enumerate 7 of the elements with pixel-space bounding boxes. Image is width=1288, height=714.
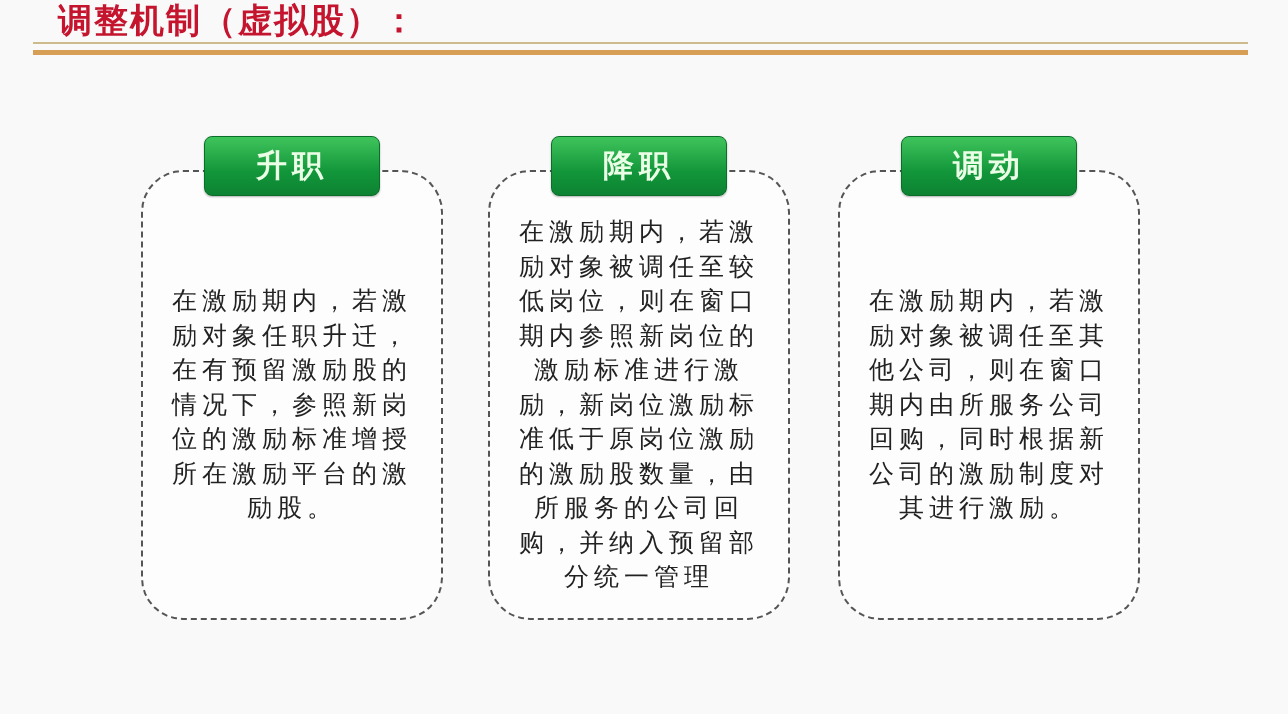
category-tab: 降职 bbox=[551, 136, 727, 196]
slide-title: 调整机制（虚拟股）： bbox=[58, 0, 418, 40]
card-text: 在激励期内，若激励对象任职升迁，在有预留激励股的情况下，参照新岗位的激励标准增授所在激励平台的激励股。 bbox=[170, 285, 413, 524]
card-text: 在激励期内，若激励对象被调任至较低岗位，则在窗口期内参照新岗位的激励标准进行激励，新岗位激励标准低于原岗位激励的激励股数量，由所服务的公司回购，并纳入预留部分统一管理 bbox=[518, 216, 760, 593]
category-tab: 升职 bbox=[204, 136, 380, 196]
category-tab: 调动 bbox=[901, 136, 1077, 196]
card-text: 在激励期内，若激励对象被调任至其他公司，则在窗口期内由所服务公司回购，同时根据新公司的激励制度对其进行激励。 bbox=[868, 285, 1110, 524]
